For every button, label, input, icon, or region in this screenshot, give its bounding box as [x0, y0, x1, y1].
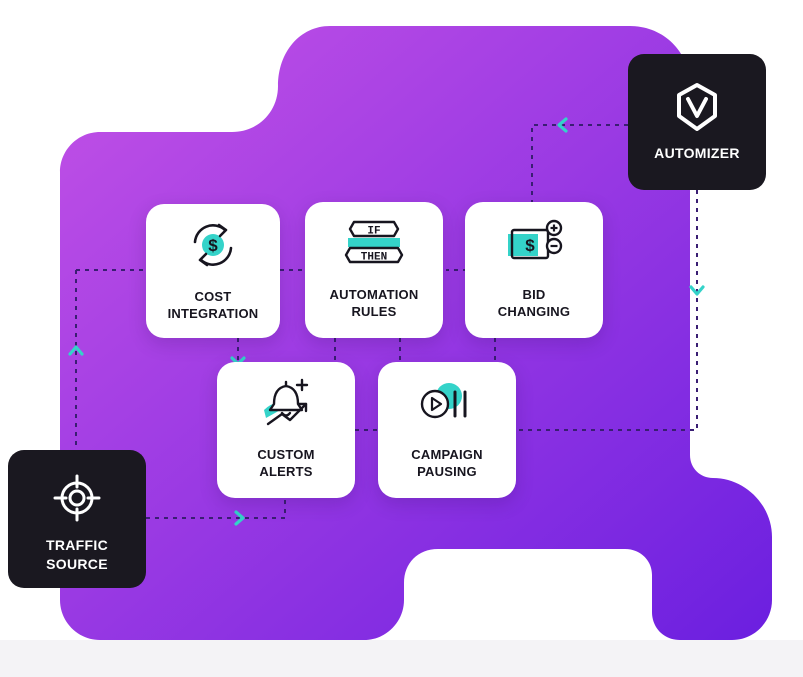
connector-traffic-bottom [146, 500, 286, 519]
play-pause-icon [420, 383, 467, 419]
chevron-left-icon [557, 117, 568, 133]
custom-alerts-card[interactable]: CUSTOM ALERTS [217, 362, 355, 498]
chevron-right-icon [234, 510, 245, 526]
if-then-icon: IF THEN [344, 220, 404, 264]
chevron-up-icon [68, 345, 84, 356]
connector-automizer-right [516, 190, 698, 431]
custom-alerts-label: CUSTOM ALERTS [257, 447, 315, 479]
svg-text:THEN: THEN [361, 252, 387, 264]
traffic-source-box[interactable]: TRAFFIC SOURCE [8, 450, 146, 588]
automizer-box[interactable]: AUTOMIZER [628, 54, 766, 190]
campaign-pausing-label: CAMPAIGN PAUSING [411, 447, 483, 479]
campaign-pausing-card[interactable]: CAMPAIGN PAUSING [378, 362, 516, 498]
traffic-source-label: TRAFFIC SOURCE [46, 537, 108, 572]
svg-text:$: $ [525, 236, 535, 255]
svg-text:IF: IF [367, 226, 380, 238]
automation-rules-card[interactable]: IF THEN AUTOMATION RULES [305, 202, 443, 338]
connector-lines [75, 124, 698, 519]
automizer-logo-icon [677, 83, 717, 131]
bid-changing-label: BID CHANGING [497, 287, 571, 319]
bid-changing-card[interactable]: $ BID CHANGING [465, 202, 603, 338]
connector-automizer-top [446, 124, 628, 271]
bid-plus-minus-icon: $ [508, 219, 563, 260]
bottom-strip [0, 640, 803, 677]
dollar-refresh-icon: $ [193, 223, 233, 267]
cost-integration-label: COST INTEGRATION [167, 289, 259, 321]
bell-trend-icon [264, 378, 309, 426]
crosshair-icon [53, 474, 101, 522]
automizer-label: AUTOMIZER [654, 145, 740, 161]
svg-text:$: $ [208, 236, 218, 255]
cost-integration-card[interactable]: $ COST INTEGRATION [146, 204, 280, 338]
chevron-down-icon [689, 285, 705, 296]
automation-rules-label: AUTOMATION RULES [329, 287, 419, 319]
